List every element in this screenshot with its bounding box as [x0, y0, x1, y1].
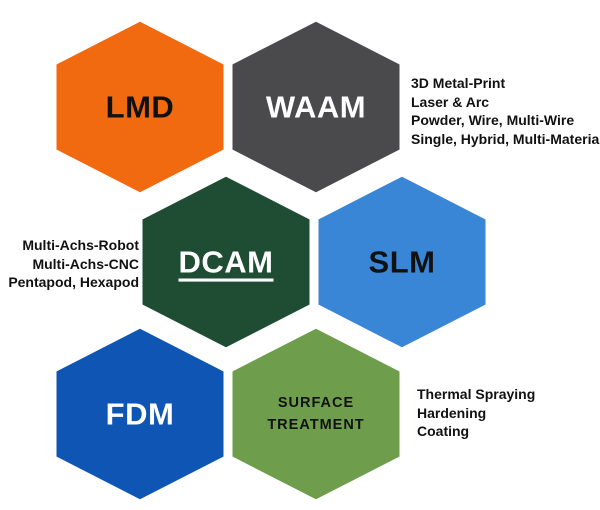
- hexagon-waam-shape: [229, 18, 403, 196]
- dcam-note-line: Multi-Achs-Robot: [22, 237, 139, 253]
- waam-note-line: 3D Metal-Print: [411, 75, 506, 91]
- hexagon-dcam-label: DCAM: [179, 245, 274, 280]
- waam-description: 3D Metal-Print Laser & Arc Powder, Wire,…: [411, 74, 600, 148]
- surface-note-line: Hardening: [417, 404, 487, 421]
- hexagon-fdm: FDM: [53, 325, 227, 503]
- hexagon-waam-label: WAAM: [266, 90, 366, 125]
- hexagon-dcam-shape: [139, 173, 313, 351]
- hexagon-surface-label: TREATMENT: [267, 417, 364, 433]
- hexagon-lmd-shape: [53, 18, 227, 196]
- surface-note-line: Coating: [417, 423, 470, 439]
- dcam-note-line: Pentapod, Hexapod: [8, 274, 139, 290]
- dcam-description: Multi-Achs-Robot Multi-Achs-CNC Pentapod…: [8, 236, 139, 292]
- hexagon-slm-shape: [315, 173, 489, 351]
- hexagon-slm-label: SLM: [369, 245, 436, 280]
- hexagon-fdm-label: FDM: [106, 397, 175, 432]
- hexagon-dcam: DCAM: [139, 173, 313, 351]
- surface-note-line: Thermal Spraying: [417, 386, 536, 402]
- hexagon-fdm-shape: [53, 325, 227, 503]
- surface-treatment-description: Thermal Spraying Hardening Coating: [417, 385, 535, 441]
- hexagon-surface: SURFACE TREATMENT: [229, 325, 403, 503]
- waam-note-line: Single, Hybrid, Multi-Material: [411, 130, 600, 147]
- hexagon-surface-shape: [229, 325, 403, 503]
- waam-note-line: Laser & Arc: [411, 93, 490, 110]
- hexagon-slm: SLM: [315, 173, 489, 351]
- waam-note-line: Powder, Wire, Multi-Wire: [411, 112, 575, 128]
- hexagon-waam: WAAM: [229, 18, 403, 196]
- hexagon-lmd: LMD: [53, 18, 227, 196]
- hexagon-lmd-label: LMD: [106, 90, 175, 125]
- hexagon-surface-label: SURFACE: [278, 395, 354, 411]
- dcam-note-line: Multi-Achs-CNC: [32, 255, 139, 272]
